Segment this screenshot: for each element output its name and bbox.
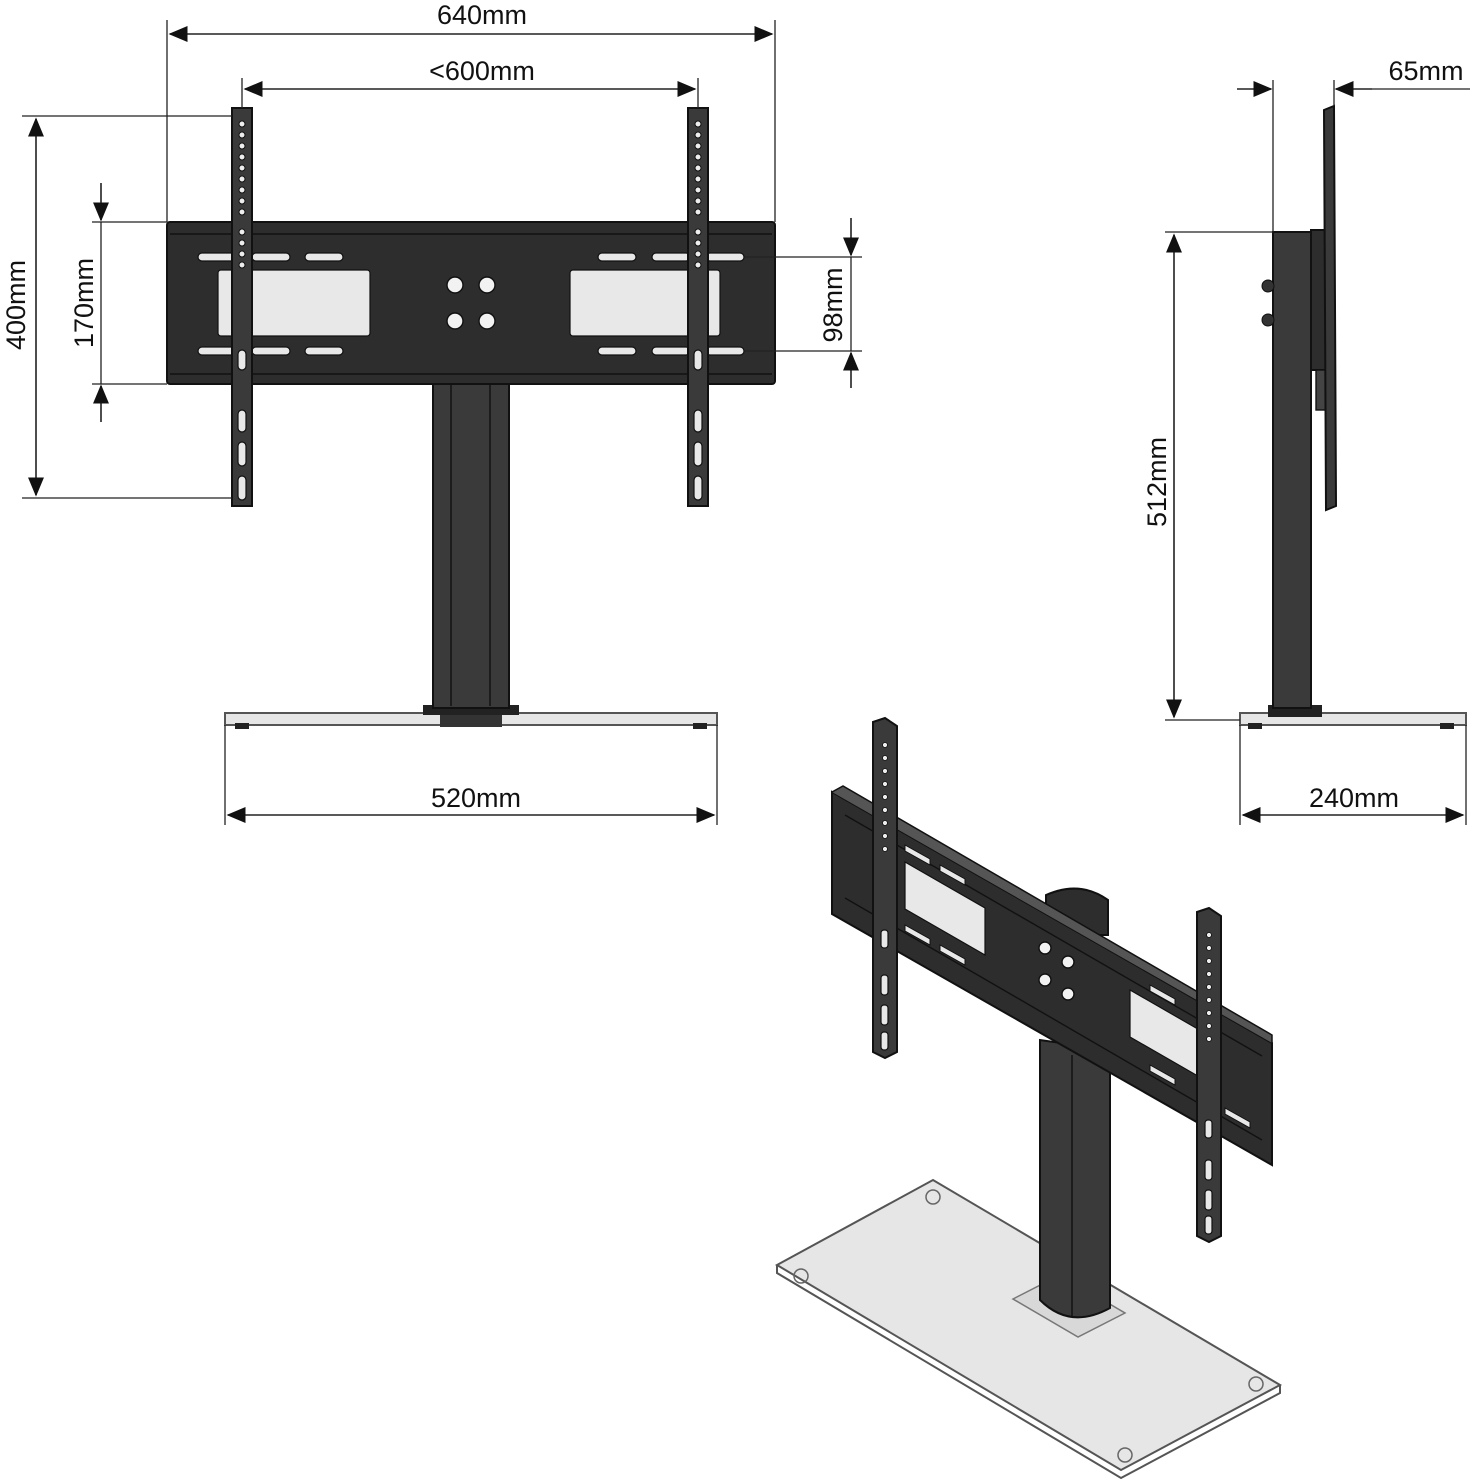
dim-plate-height: 170mm xyxy=(69,258,99,348)
dim-slot-spacing: 98mm xyxy=(818,267,848,342)
dim-bracket-height: 400mm xyxy=(1,260,31,350)
front-view: 640mm <600mm 400mm 170mm 98mm 520mm xyxy=(1,0,862,825)
front-bracket-left xyxy=(231,107,253,507)
front-pole xyxy=(432,381,510,709)
dim-base-width: 520mm xyxy=(431,783,521,813)
front-cutout-left xyxy=(217,269,371,337)
front-foot-left xyxy=(235,723,249,729)
dim-vesa-max: <600mm xyxy=(429,56,535,86)
dim-side-depth: 65mm xyxy=(1388,56,1463,86)
front-center-bolts xyxy=(446,276,496,330)
iso-bracket-right xyxy=(1196,906,1222,1244)
front-bracket-right xyxy=(687,107,709,507)
dim-max-height: 512mm xyxy=(1142,437,1172,527)
iso-pole xyxy=(1039,1038,1111,1319)
front-pole-base xyxy=(423,705,519,715)
front-foot-right xyxy=(693,723,707,729)
front-mount-plate xyxy=(166,221,776,385)
side-view: 65mm 512mm 240mm xyxy=(1142,56,1470,825)
dim-total-width: 640mm xyxy=(437,0,527,30)
front-bottom-slots xyxy=(197,346,745,356)
side-pole xyxy=(1272,231,1312,709)
iso-bracket-left xyxy=(872,716,898,1060)
iso-center-bolts xyxy=(1038,941,1075,1001)
front-top-slots xyxy=(197,252,745,262)
front-pole-collar xyxy=(440,715,502,727)
isometric-view xyxy=(774,716,1283,1480)
front-cutout-right xyxy=(569,269,721,337)
iso-cutout-left xyxy=(904,860,986,957)
dim-base-depth: 240mm xyxy=(1309,783,1399,813)
side-bracket xyxy=(1322,104,1338,512)
